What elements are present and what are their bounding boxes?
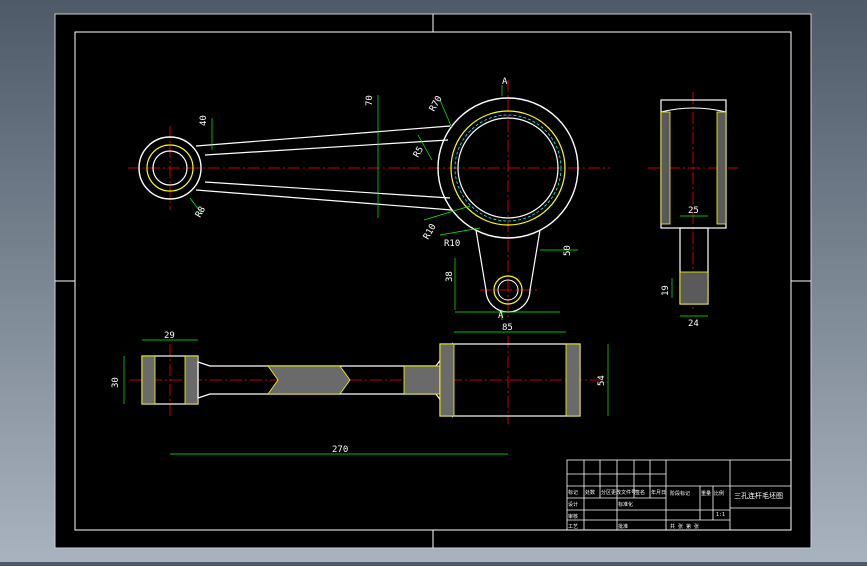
small-end-boss [146, 144, 194, 192]
third-hole-bore [497, 279, 519, 301]
tb-ratio: 比例 [714, 490, 724, 497]
connecting-arm [195, 125, 453, 211]
tb-design: 设计 [568, 501, 578, 508]
dim-50-label: 50 [563, 245, 573, 256]
big-end-outer [437, 97, 579, 239]
top-view [128, 80, 610, 320]
tb-sign: 签名 [635, 489, 645, 496]
big-end-boss [450, 110, 566, 226]
section-a-top-label: A [502, 77, 508, 87]
tb-count: 处数 [585, 489, 595, 496]
tb-drawing-name: 三孔连杆毛坯图 [734, 491, 783, 500]
tb-review: 审核 [568, 513, 578, 520]
dim-29-label: 29 [164, 331, 175, 341]
front-view [123, 331, 609, 455]
section-a-bottom-label: A [498, 311, 504, 321]
tb-scale-value: 1:1 [716, 512, 725, 518]
tb-zone: 分区 [601, 489, 611, 496]
dim-54-label: 54 [597, 375, 607, 386]
tb-mark: 标记 [568, 489, 578, 496]
tb-weight: 重量 [701, 490, 711, 497]
small-end-outer [138, 136, 202, 200]
dim-270-label: 270 [332, 445, 348, 455]
dim-r8-label: R8 [194, 205, 208, 219]
dim-85-label: 85 [502, 323, 513, 333]
dim-38-label: 38 [445, 271, 455, 282]
small-end-bore [152, 150, 188, 186]
frame-centering-marks [55, 14, 811, 548]
dim-30-label: 30 [111, 377, 121, 388]
big-end-chamfer [454, 114, 562, 222]
tb-stage-mark: 阶段标记 [670, 490, 690, 497]
dim-40-label: 40 [199, 115, 209, 126]
tb-approve: 批准 [618, 523, 628, 530]
tb-process: 工艺 [568, 524, 578, 530]
dim-70-label: 70 [365, 95, 375, 106]
dim-19-label: 19 [661, 285, 671, 296]
dim-r5-label: R5 [412, 145, 426, 159]
tb-date: 年月日 [651, 489, 666, 496]
tb-change-doc: 更改文件号 [611, 489, 636, 496]
dim-r10b-label: R10 [444, 239, 460, 249]
dim-24-label: 24 [688, 319, 699, 329]
side-view [648, 92, 738, 317]
tb-standardize: 标准化 [618, 501, 633, 508]
third-hole [493, 275, 523, 305]
big-end-bore [457, 117, 559, 219]
dim-25-label: 25 [688, 206, 699, 216]
title-block [566, 459, 792, 531]
top-view-dimension-lines [189, 85, 578, 320]
tb-sheet-info: 共 张 第 张 [670, 523, 699, 530]
